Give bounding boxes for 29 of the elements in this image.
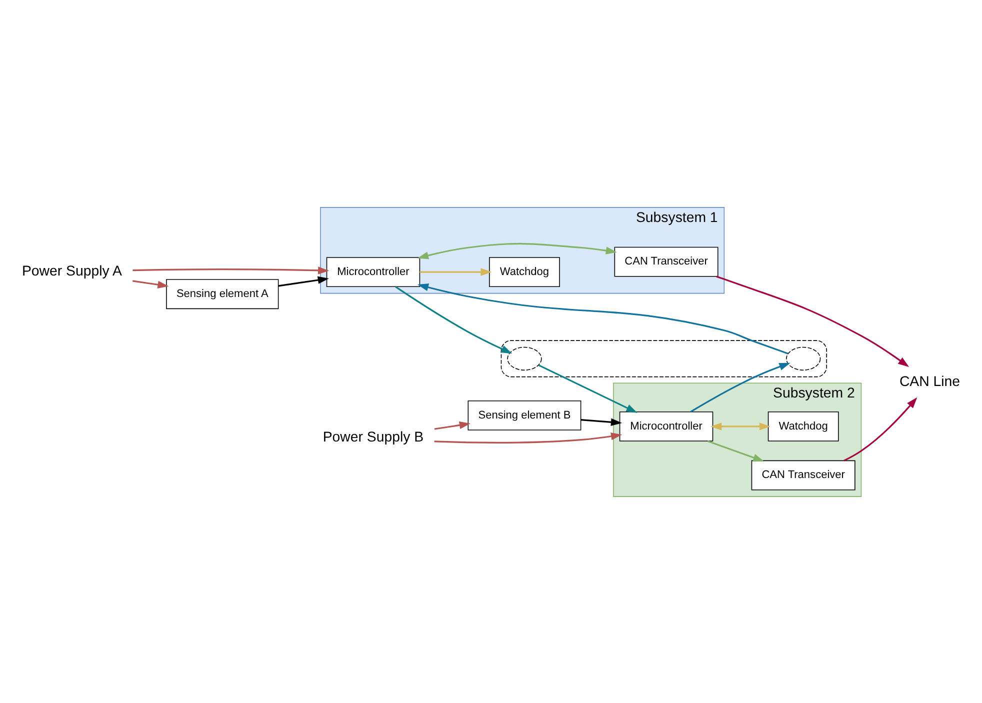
arrow <box>538 364 638 412</box>
arrow <box>434 420 470 430</box>
arrow <box>278 276 329 286</box>
arrow <box>132 266 330 274</box>
node-text: Power Supply A <box>22 263 122 280</box>
node-box: CAN Transceiver <box>751 460 856 490</box>
node-ellipse <box>507 346 542 370</box>
node-box: Microcontroller <box>619 410 714 441</box>
node-text: CAN Line <box>899 373 960 390</box>
arrow <box>690 362 790 412</box>
node-ellipse <box>786 346 821 370</box>
node-box: Sensing element A <box>166 278 279 309</box>
arrow <box>395 286 512 354</box>
node-box: Watchdog <box>489 256 560 287</box>
arrow <box>417 242 617 259</box>
arrow <box>716 275 910 366</box>
node-box: CAN Transceiver <box>614 246 718 276</box>
arrow <box>710 422 770 430</box>
arrow <box>844 396 918 461</box>
node-text: Power Supply B <box>322 429 424 446</box>
node-box: Microcontroller <box>326 256 420 287</box>
arrow <box>707 440 764 461</box>
arrow <box>417 283 788 354</box>
arrow <box>434 432 622 443</box>
arrow <box>132 280 169 288</box>
arrow <box>580 418 622 426</box>
arrow <box>420 268 492 276</box>
node-box: Sensing element B <box>468 400 582 430</box>
node-box: Watchdog <box>768 410 839 441</box>
